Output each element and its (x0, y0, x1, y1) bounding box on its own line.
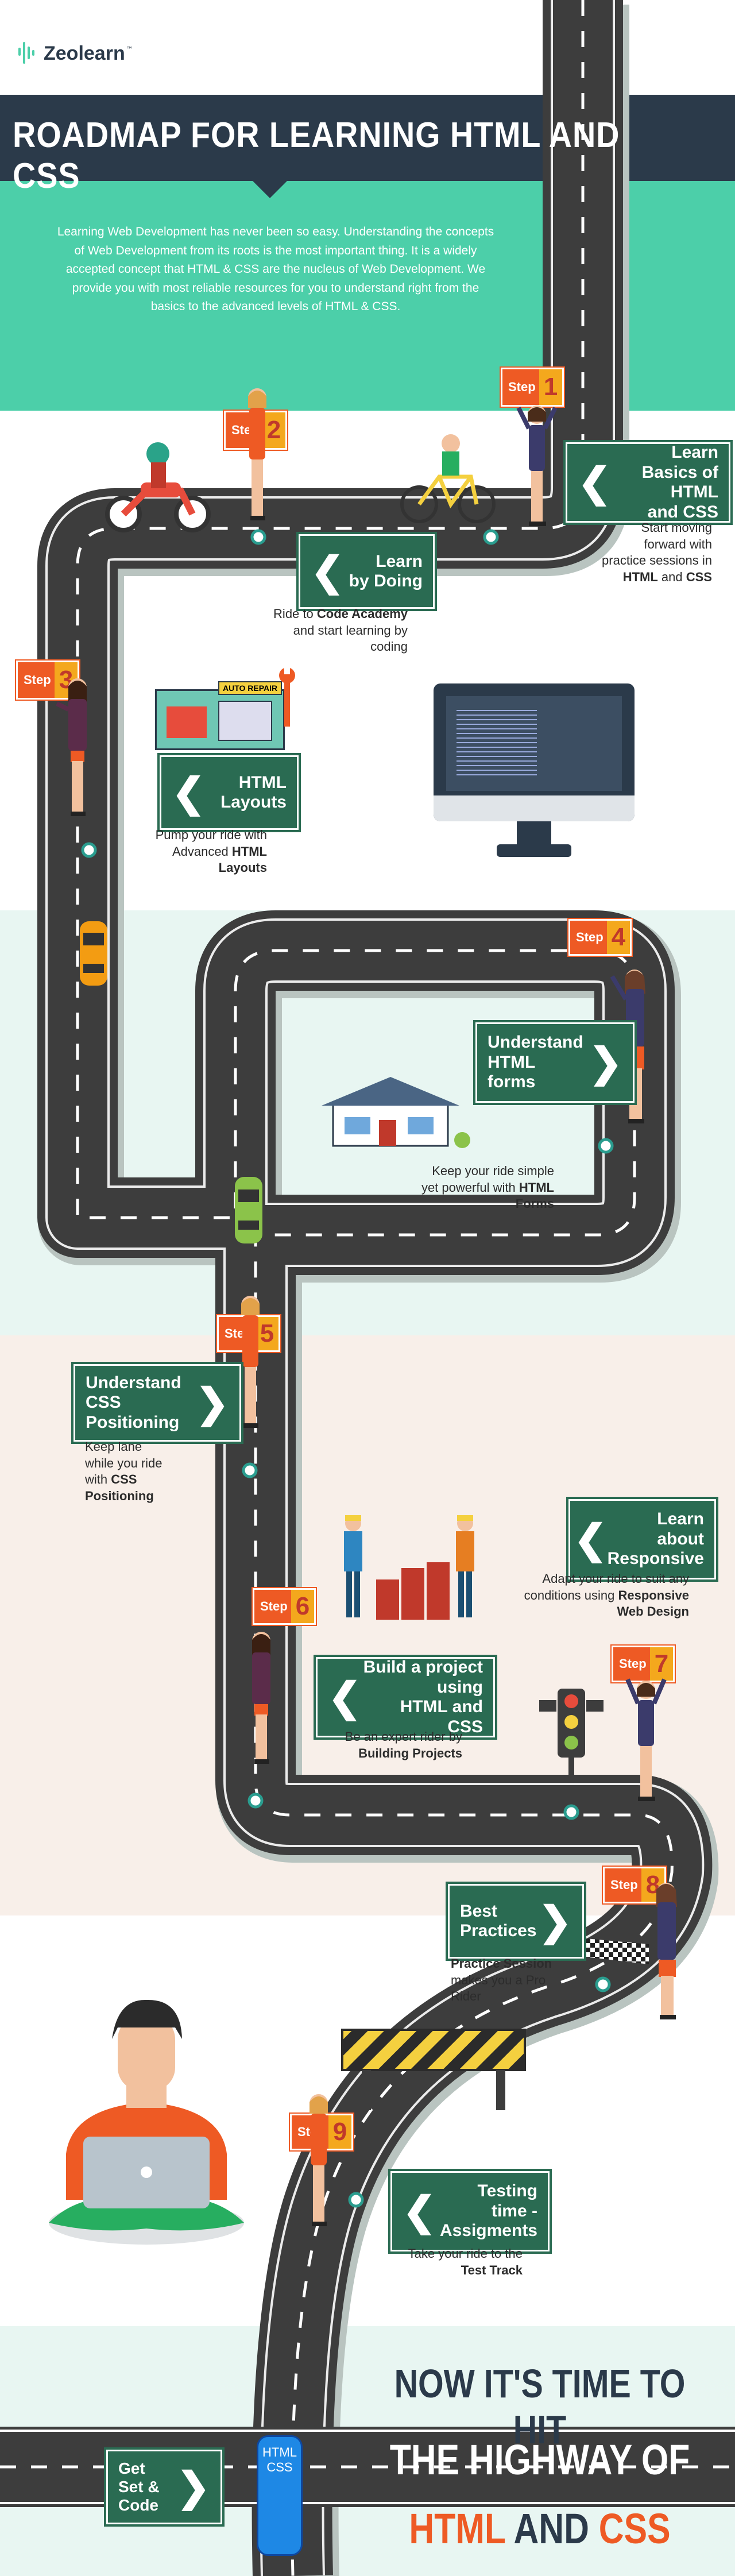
caption-forms: Keep your ride simple yet powerful with … (421, 1164, 554, 1211)
sign-line: Assigments (439, 2221, 537, 2241)
sign-line: Understand (488, 1033, 583, 1052)
finale-line-3: HTML AND CSS (389, 2504, 691, 2553)
car-label-html: HTML (262, 2445, 297, 2459)
brand-logo[interactable]: Zeolearn ™ (17, 37, 133, 69)
brand-tm: ™ (126, 45, 133, 53)
finale-css: CSS (598, 2505, 671, 2552)
sign-line: Learn (671, 443, 718, 462)
wrench-icon (279, 666, 295, 727)
html-css-car[interactable]: HTML CSS (257, 2435, 303, 2556)
chevron-left-icon: ❮ (573, 1517, 608, 1562)
finale-line-2: THE HIGHWAY OF (389, 2436, 690, 2484)
orange-car-icon (80, 921, 107, 986)
chevron-left-icon: ❮ (328, 1675, 362, 1720)
person-step-7-icon (625, 1678, 667, 1801)
green-car-icon (235, 1177, 262, 1243)
sign-learn-by-doing[interactable]: ❮ Learn by Doing (299, 534, 435, 609)
sign-line: Set & (118, 2477, 160, 2496)
person-step-2-icon (248, 388, 266, 520)
car-label-css: CSS (266, 2460, 293, 2474)
checkered-line-icon (586, 1938, 649, 1964)
intro-text: Learning Web Development has never been … (57, 225, 494, 314)
chevron-right-icon: ❯ (538, 1899, 572, 1944)
sign-line: about (657, 1529, 704, 1548)
auto-repair-sign: AUTO REPAIR (218, 681, 283, 695)
sign-line: HTML (238, 773, 287, 792)
sign-testing-time[interactable]: ❮ Testing time - Assigments (390, 2171, 550, 2251)
sign-css-positioning[interactable]: Understand CSS Positioning ❯ (74, 1364, 241, 1442)
chevron-right-icon: ❯ (176, 2465, 210, 2509)
sign-line: Code (118, 2496, 158, 2515)
sign-line: and CSS (647, 502, 718, 522)
caption-testing: Take your ride to the Test Track (408, 2246, 523, 2277)
traffic-light-icon (539, 1689, 604, 1781)
sign-line: using (437, 1677, 483, 1697)
bicycle-icon (400, 434, 496, 523)
caption-positioning: Keep lane while you ride with CSS Positi… (85, 1439, 163, 1503)
person-step-5-icon (241, 1296, 260, 1428)
sign-build-project[interactable]: ❮ Build a project using HTML and CSS (316, 1657, 495, 1737)
person-step-3-icon (56, 678, 87, 816)
sign-line: Learn (657, 1509, 704, 1529)
sign-learn-responsive[interactable]: ❮ Learn about Responsive (568, 1499, 716, 1579)
sign-line: Learn (376, 551, 423, 571)
chevron-left-icon: ❮ (172, 770, 206, 815)
finale-html: HTML (409, 2505, 505, 2552)
person-step-1-icon (516, 405, 558, 526)
finale-and: AND (505, 2505, 599, 2552)
house-icon (322, 1077, 470, 1148)
sign-get-set-code[interactable]: Get Set & Code ❯ (106, 2450, 222, 2524)
sign-learn-basics[interactable]: ❮ Learn Basics of HTML and CSS (566, 442, 730, 523)
sign-line: HTML and CSS (400, 1697, 483, 1736)
sign-best-practices[interactable]: Best Practices ❯ (448, 1884, 584, 1959)
caption-basics: Start moving forward with practice sessi… (602, 520, 712, 584)
caption-responsive: Adapt your ride to suit any conditions u… (524, 1571, 689, 1619)
sign-line: time - (491, 2201, 537, 2220)
computer-monitor-icon (434, 683, 635, 862)
coder-with-laptop-icon (49, 1999, 244, 2245)
caption-doing: Ride to Code Academy and start learning … (273, 607, 408, 654)
sign-html-forms[interactable]: Understand HTML forms ❯ (475, 1022, 635, 1103)
sign-line: by Doing (349, 571, 423, 590)
sign-line: Practices (460, 1921, 537, 1940)
chevron-left-icon: ❮ (311, 549, 345, 594)
sign-line: Best (460, 1901, 498, 1921)
sign-line: Testing (477, 2181, 537, 2201)
caption-layouts: Pump your ride with Advanced HTML Layout… (155, 828, 267, 875)
chevron-left-icon: ❮ (578, 460, 612, 505)
workers-and-bricks-icon (344, 1515, 474, 1620)
sign-line: Get (118, 2459, 145, 2477)
sign-line: Build a project (363, 1658, 483, 1677)
title-notch (253, 181, 287, 198)
sign-html-layouts[interactable]: ❮ HTML Layouts (160, 755, 299, 830)
sign-line: Basics of HTML (641, 462, 718, 502)
auto-repair-shop: AUTO REPAIR (155, 678, 287, 750)
motorbike-icon (105, 442, 211, 532)
chevron-right-icon: ❯ (589, 1040, 622, 1085)
sign-line: CSS (86, 1393, 121, 1412)
page-title: ROADMAP FOR LEARNING HTML AND CSS (13, 115, 620, 196)
person-step-8-icon (656, 1883, 677, 2019)
road-barrier-icon (341, 2029, 526, 2110)
sign-line: HTML (488, 1052, 536, 1072)
sign-line: Layouts (220, 793, 287, 812)
caption-project: Be an expert rider by Building Projects (345, 1729, 462, 1760)
sign-line: Responsive (607, 1549, 704, 1569)
finale-line-1: NOW IT'S TIME TO HIT (394, 2361, 686, 2452)
person-step-9-icon (310, 2094, 328, 2226)
sign-line: Positioning (86, 1412, 180, 1432)
sign-line: forms (488, 1072, 536, 1092)
sign-line: Understand (86, 1373, 181, 1392)
caption-practices: Practice Session makes you a Pro Rider (451, 1956, 552, 2004)
zeolearn-logo-icon (18, 42, 34, 64)
chevron-left-icon: ❮ (403, 2189, 436, 2234)
person-step-6-icon (252, 1632, 270, 1764)
chevron-right-icon: ❯ (195, 1380, 229, 1426)
brand-name: Zeolearn (44, 42, 125, 64)
